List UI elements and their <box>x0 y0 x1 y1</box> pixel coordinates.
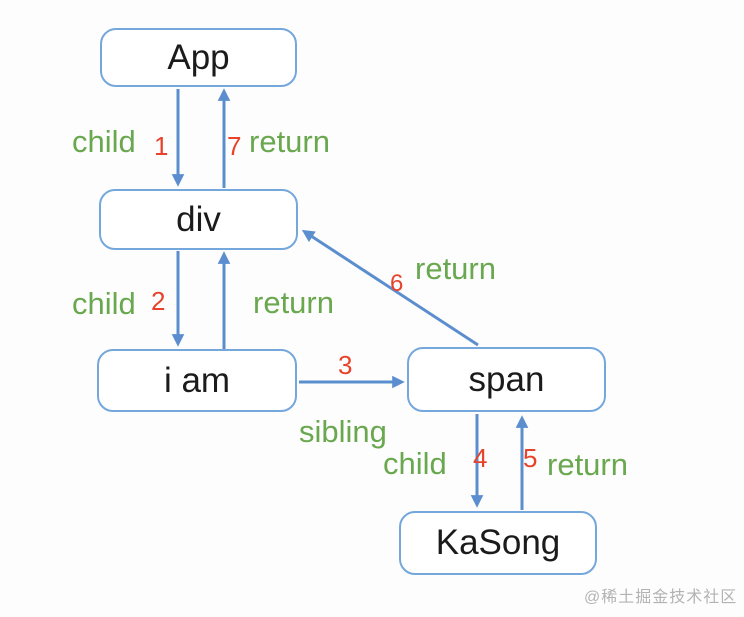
node-iam: i am <box>97 349 297 412</box>
relation-label-return-6: return <box>415 251 496 286</box>
step-number-6: 6 <box>390 270 404 297</box>
node-div: div <box>99 189 298 250</box>
relation-label-child-1: child <box>72 124 136 159</box>
step-number-5: 5 <box>523 443 538 473</box>
relation-label-return-3: return <box>253 285 334 320</box>
relation-label-child-2: child <box>72 286 136 321</box>
step-number-4: 4 <box>473 443 488 473</box>
step-number-1: 1 <box>154 131 169 161</box>
step-number-3: 3 <box>338 350 353 380</box>
step-number-2: 2 <box>151 286 166 316</box>
relation-label-return-7: return <box>249 124 330 159</box>
watermark: @稀土掘金技术社区 <box>584 589 738 606</box>
node-span: span <box>407 347 606 412</box>
step-number-7: 7 <box>227 131 242 161</box>
relation-label-return-5: return <box>547 447 628 482</box>
relation-label-child-4: child <box>383 446 447 481</box>
node-app: App <box>100 28 297 87</box>
relation-label-sibling-3: sibling <box>299 414 387 449</box>
node-kasong: KaSong <box>399 511 597 575</box>
